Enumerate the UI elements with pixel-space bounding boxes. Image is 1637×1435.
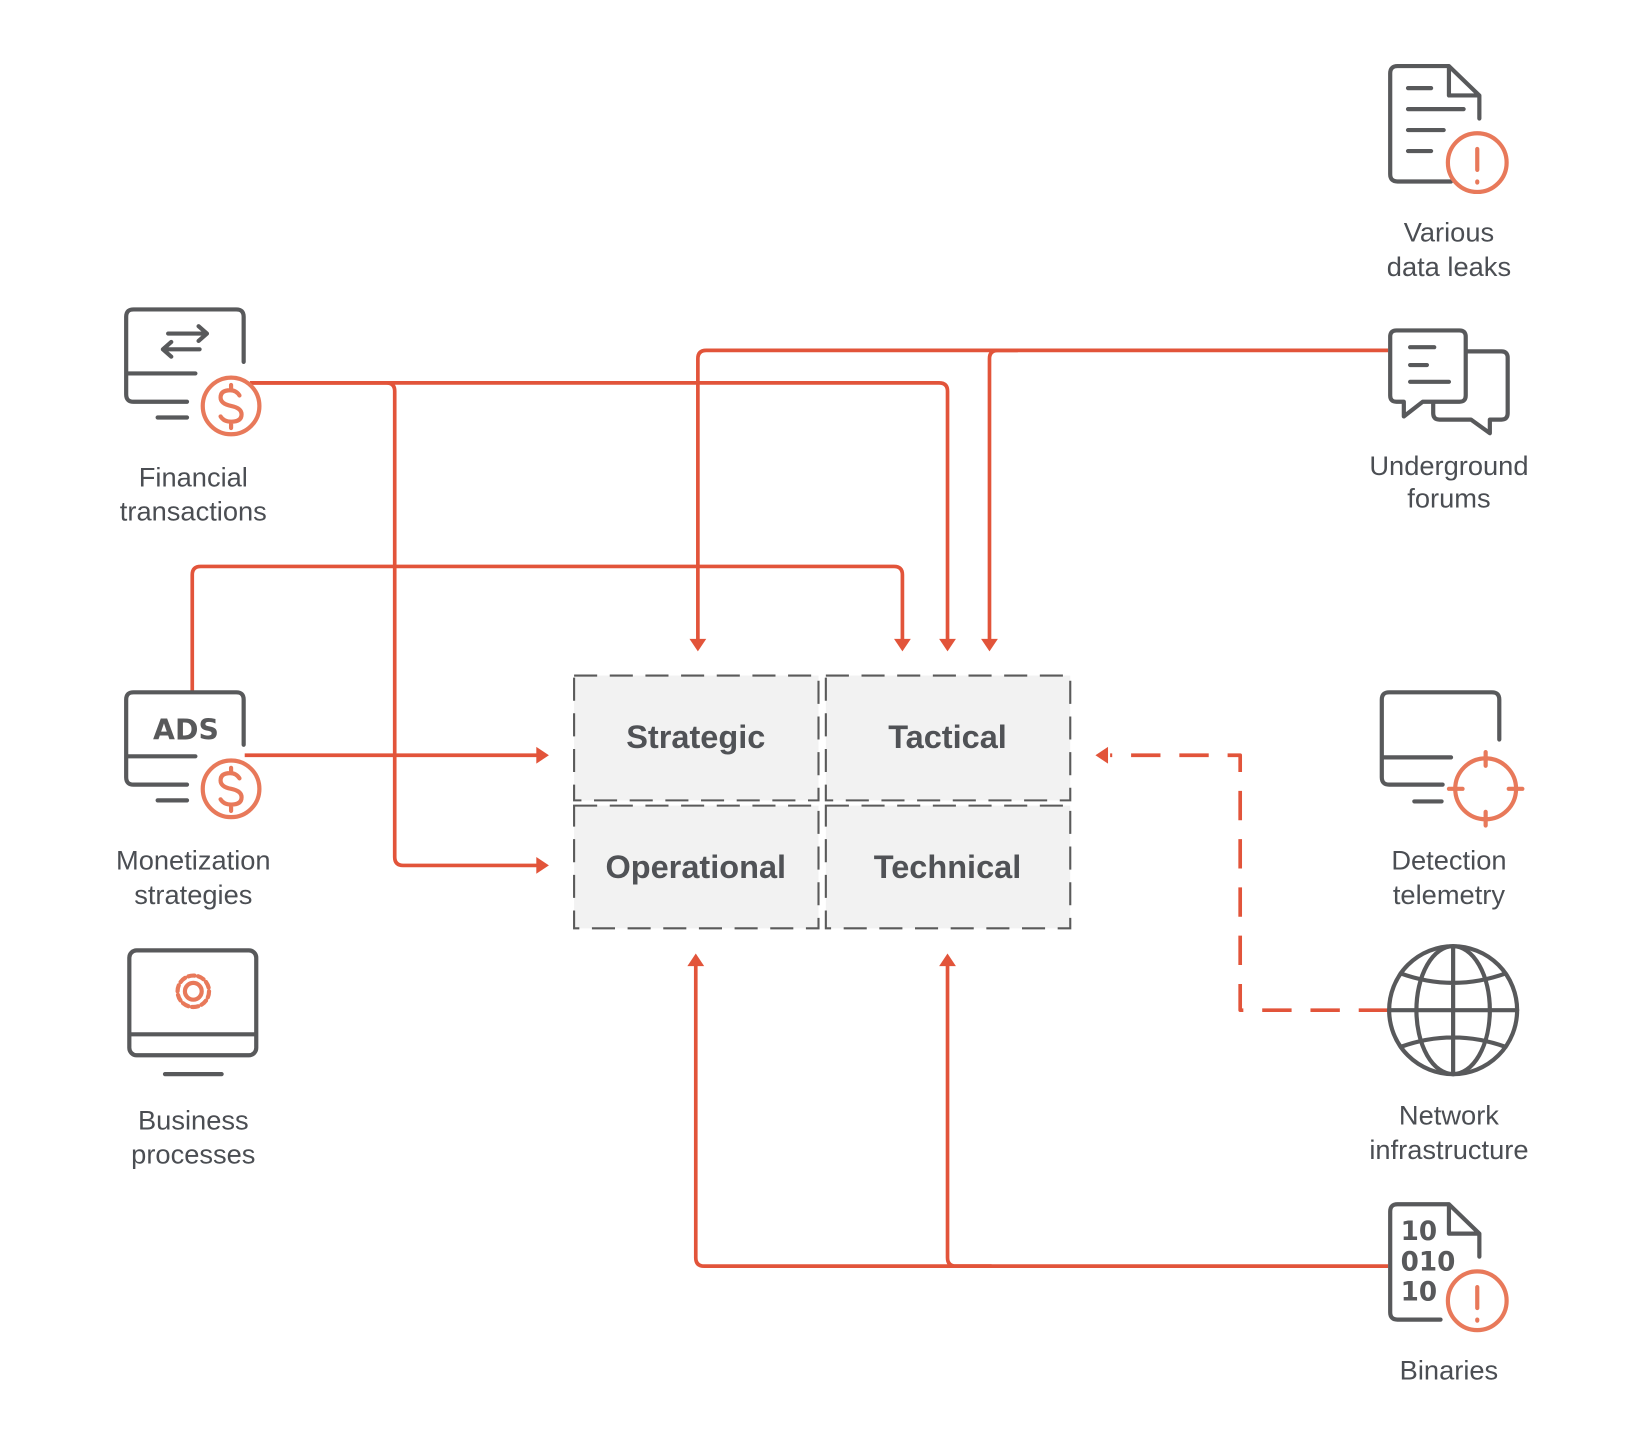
svg-text:ADS: ADS — [153, 714, 219, 747]
connector-forums-strategic — [696, 348, 1389, 640]
monitor-ads-dollar-icon: ADS — [124, 690, 262, 820]
connector-monetization-tactical — [190, 564, 905, 693]
arrowhead — [1095, 746, 1109, 764]
document-alert-icon — [1388, 63, 1509, 195]
arrowhead — [981, 638, 998, 652]
connector-binaries-technical — [945, 965, 992, 1268]
source-financial-transactions: Financial transactions — [120, 307, 267, 526]
globe-icon — [1387, 944, 1520, 1077]
arrowhead — [687, 953, 705, 967]
connectors — [190, 348, 1389, 1268]
cell-label-operational: Operational — [605, 849, 786, 885]
monitor-gear-icon — [127, 948, 259, 1077]
arrowhead — [536, 746, 549, 764]
svg-text:10: 10 — [1401, 1217, 1438, 1247]
svg-text:10: 10 — [1401, 1278, 1438, 1308]
arrowhead — [894, 638, 911, 652]
arrowhead — [939, 953, 956, 967]
connector-binaries-operational — [693, 965, 1389, 1268]
label-binaries: Binaries — [1400, 1354, 1499, 1385]
connector-forums-tactical — [987, 348, 1018, 640]
label-monetization-line2: strategies — [134, 879, 252, 910]
source-network-infrastructure: Network infrastructure — [1369, 944, 1528, 1165]
cell-label-tactical: Tactical — [888, 719, 1007, 755]
label-financial-line1: Financial — [139, 462, 248, 493]
connector-financial-tactical — [249, 381, 950, 640]
source-binaries: 10 010 10 Binaries — [1388, 1202, 1509, 1385]
source-detection-telemetry: Detection telemetry — [1379, 690, 1525, 910]
connector-financial-operational — [249, 381, 538, 868]
monitor-dollar-transfer-icon — [124, 307, 262, 437]
cell-tactical — [824, 674, 1072, 802]
label-telemetry-line1: Detection — [1391, 845, 1506, 876]
label-forums-line2: forums — [1407, 483, 1490, 514]
binary-file-alert-icon: 10 010 10 — [1388, 1202, 1509, 1333]
source-business-processes: Business processes — [127, 948, 259, 1169]
intelligence-types-grid: Strategic Tactical Operational Technical — [573, 674, 1072, 930]
monitor-crosshair-icon — [1379, 690, 1525, 828]
cell-label-technical: Technical — [874, 849, 1022, 885]
cell-operational — [573, 804, 820, 930]
source-underground-forums: Underground forums — [1369, 328, 1529, 514]
label-network-line2: infrastructure — [1369, 1134, 1528, 1165]
label-monetization-line1: Monetization — [116, 845, 271, 876]
label-leaks-line1: Various — [1404, 216, 1494, 247]
connector-network-tactical — [1110, 753, 1389, 1013]
label-financial-line2: transactions — [120, 495, 267, 526]
label-network-line1: Network — [1399, 1100, 1499, 1131]
arrowhead — [536, 857, 549, 874]
source-various-data-leaks: Various data leaks — [1387, 63, 1511, 282]
source-monetization-strategies: ADS Monetization strategies — [116, 690, 271, 910]
arrowhead — [939, 638, 956, 652]
arrowhead — [689, 638, 707, 652]
svg-text:010: 010 — [1401, 1247, 1456, 1277]
cell-technical — [824, 804, 1072, 930]
label-telemetry-line2: telemetry — [1393, 879, 1505, 910]
label-leaks-line2: data leaks — [1387, 251, 1511, 282]
label-forums-line1: Underground — [1369, 450, 1528, 481]
label-business-line1: Business — [138, 1105, 249, 1136]
cell-strategic — [573, 674, 820, 802]
chat-bubbles-icon — [1388, 328, 1510, 436]
cell-label-strategic: Strategic — [626, 719, 765, 755]
label-business-line2: processes — [131, 1138, 255, 1169]
